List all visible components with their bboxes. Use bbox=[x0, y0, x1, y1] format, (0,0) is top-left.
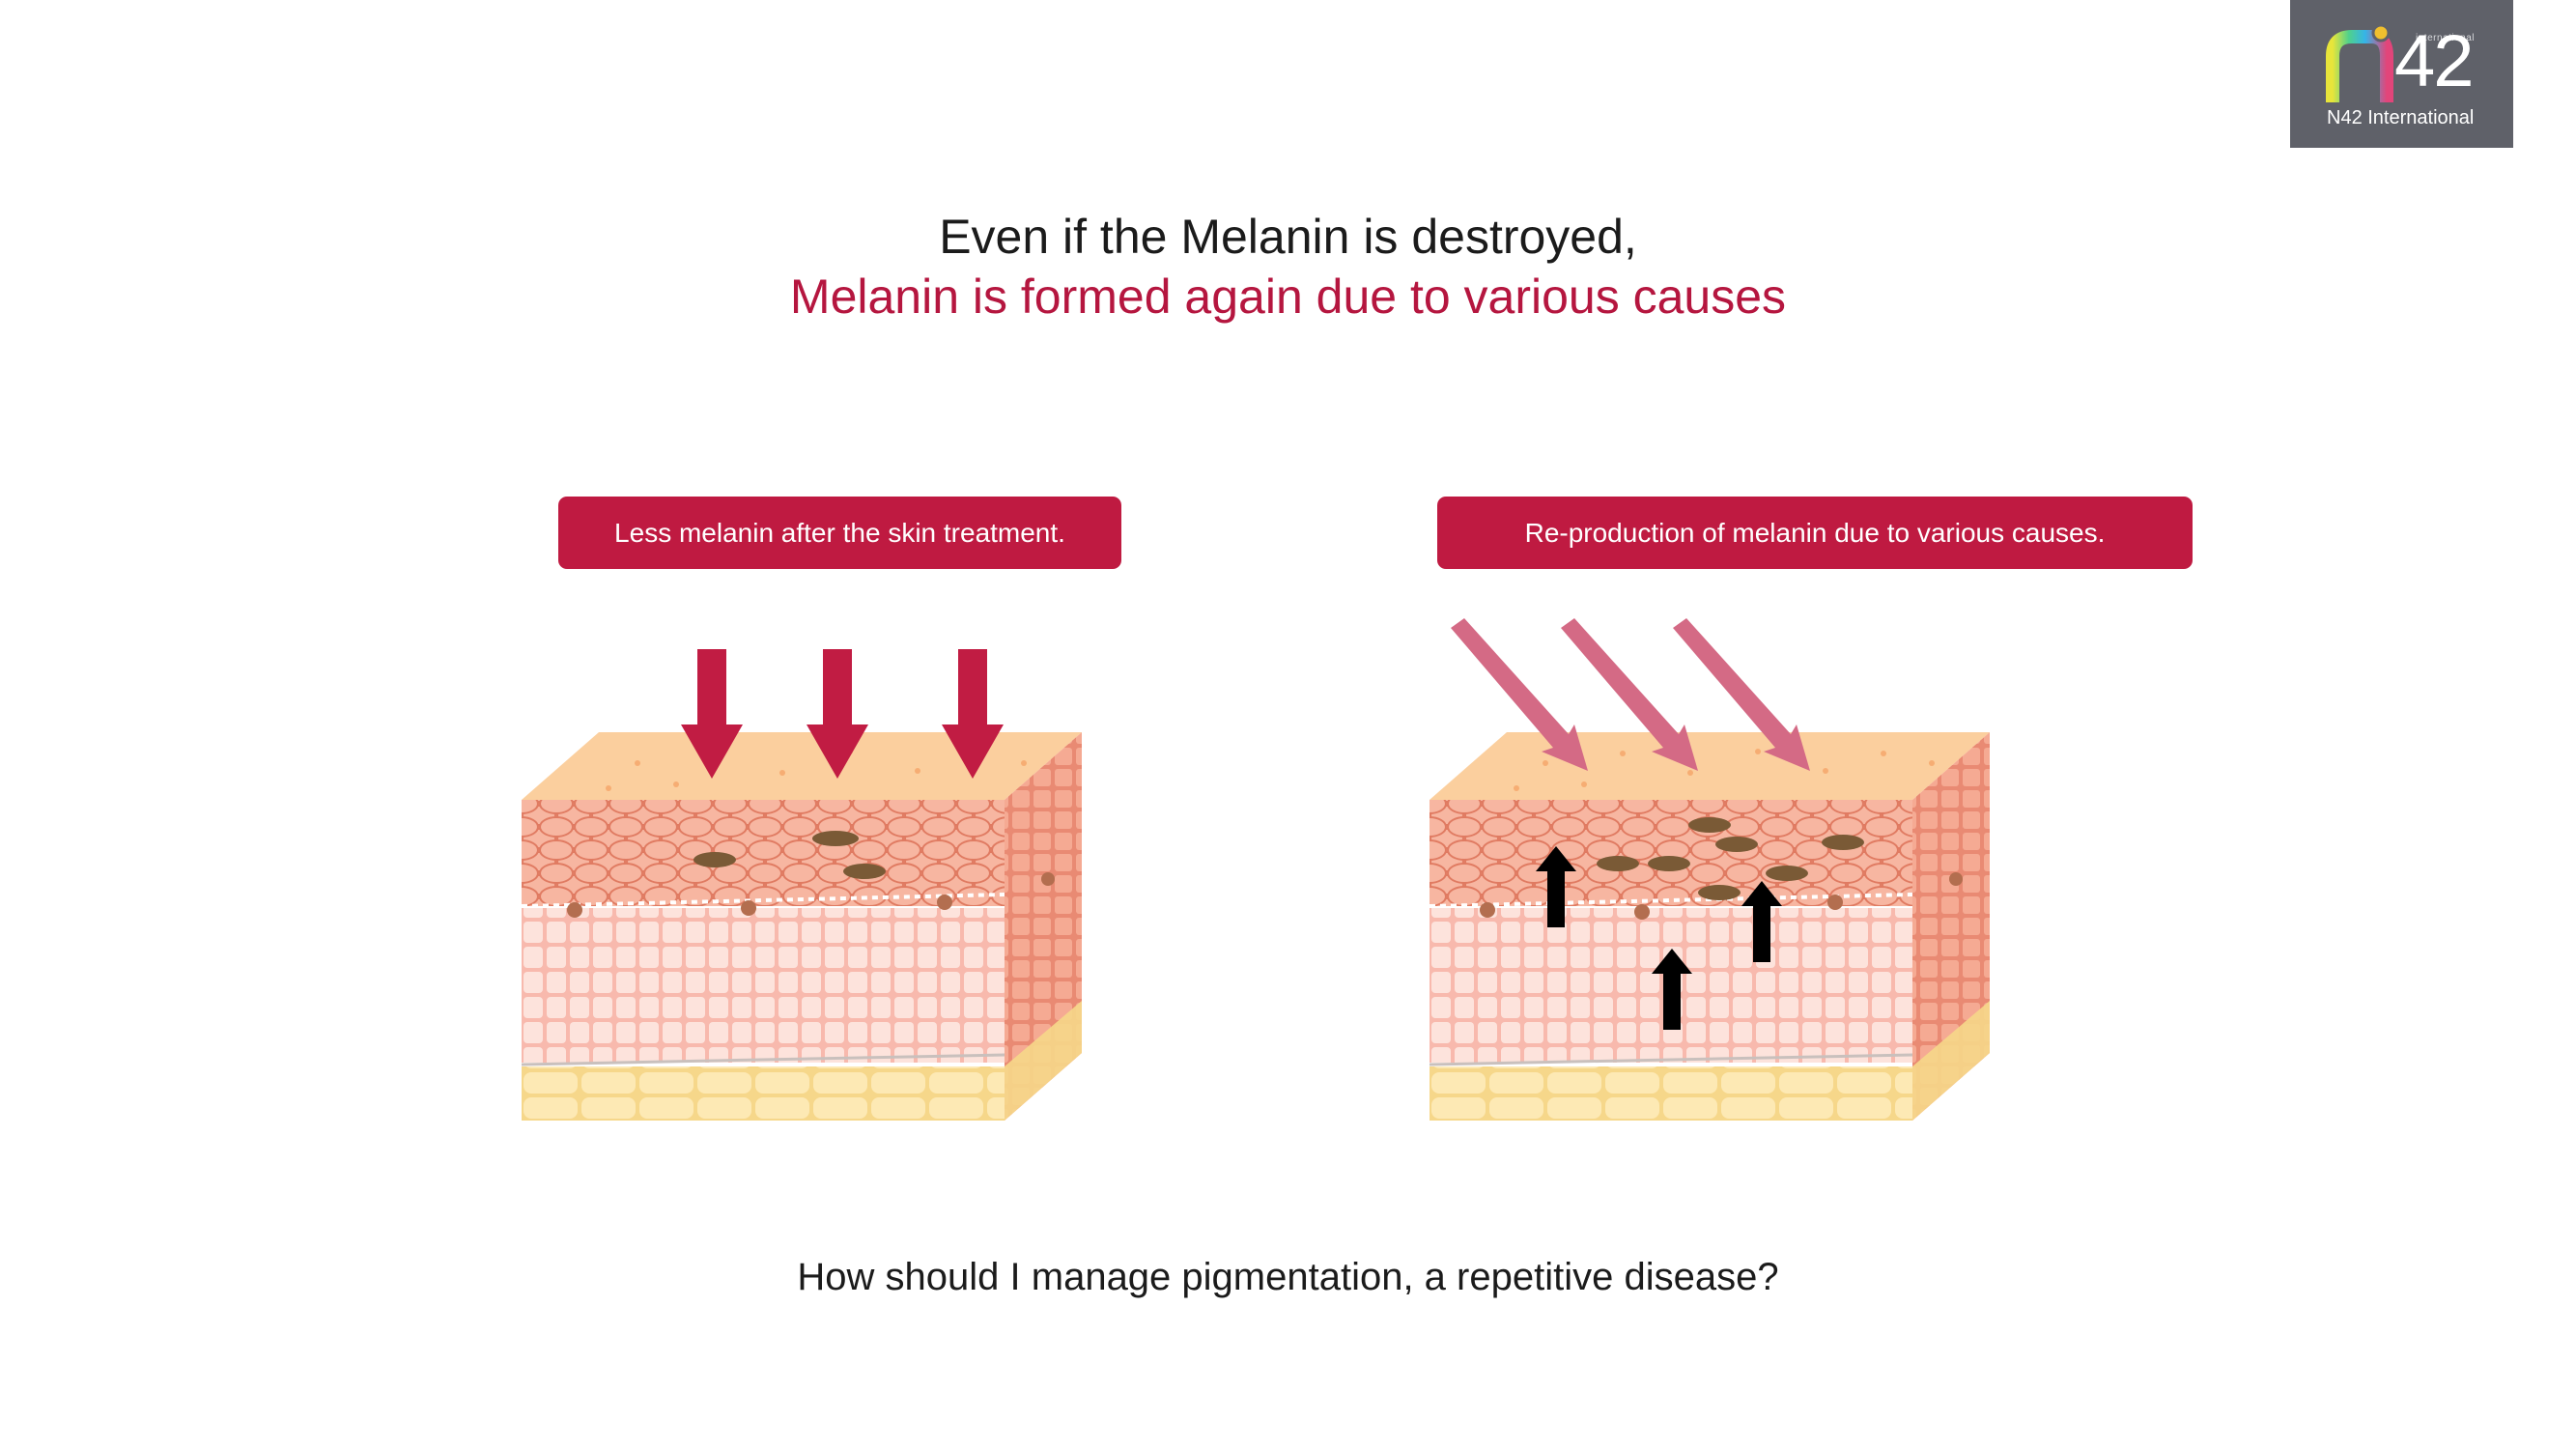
headline-line-2: Melanin is formed again due to various c… bbox=[789, 270, 1787, 324]
logo-number: 42 bbox=[2394, 20, 2475, 102]
fat-layer bbox=[522, 1066, 1005, 1121]
melanocytes bbox=[567, 872, 1055, 918]
uv-ray-arrows bbox=[1451, 618, 1810, 771]
headline-line-1: Even if the Melanin is destroyed, bbox=[939, 210, 1637, 264]
skin-block-reproduction bbox=[1430, 618, 1990, 1121]
melanocytes bbox=[1480, 872, 1963, 920]
closing-question: How should I manage pigmentation, a repe… bbox=[797, 1256, 1779, 1298]
skin-block-after-treatment bbox=[522, 649, 1082, 1121]
skin-surface bbox=[1430, 732, 1990, 800]
brand-logo: international 42 N42 International bbox=[2290, 0, 2513, 148]
rainbow-arc-icon bbox=[2326, 23, 2393, 102]
treatment-arrows bbox=[681, 649, 1004, 779]
logo-name: N42 International bbox=[2327, 107, 2475, 128]
epidermis-layer bbox=[1430, 800, 1912, 906]
right-panel-label: Re-production of melanin due to various … bbox=[1437, 497, 2193, 569]
skin-surface bbox=[522, 732, 1082, 800]
melanin-spots bbox=[694, 831, 886, 879]
fat-layer bbox=[1430, 1066, 1912, 1121]
left-panel-label: Less melanin after the skin treatment. bbox=[558, 497, 1121, 569]
epidermis-layer bbox=[522, 800, 1005, 906]
pores bbox=[1514, 749, 1935, 791]
melanin-spots bbox=[1597, 817, 1864, 900]
melanin-rising-arrows bbox=[1536, 846, 1782, 1030]
logo-small-text: international bbox=[2416, 33, 2475, 43]
dermis-layer bbox=[522, 908, 1005, 1063]
